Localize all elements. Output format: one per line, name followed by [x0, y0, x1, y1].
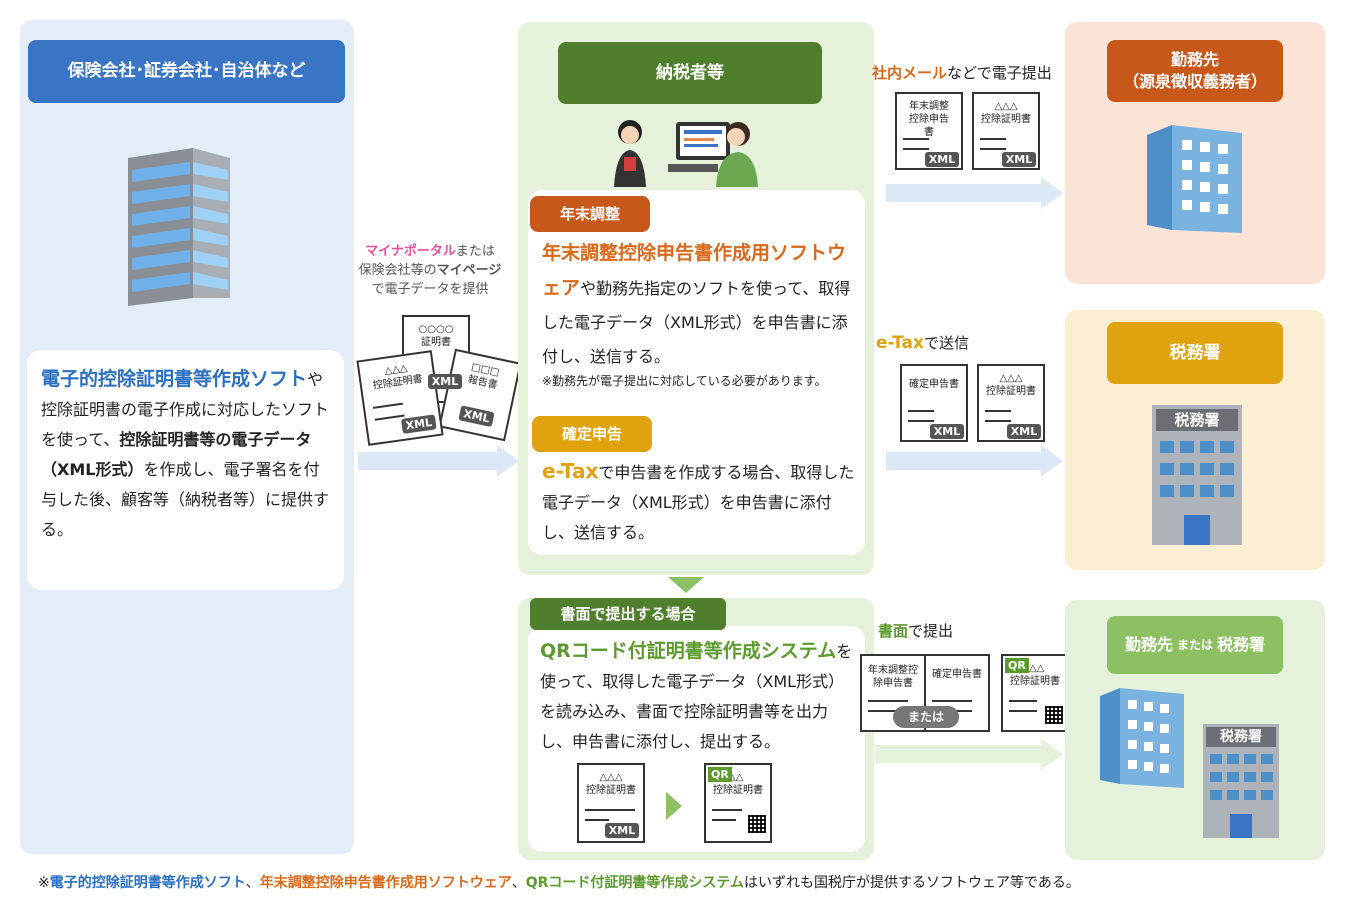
employer-or-tax-header: 勤務先または税務署	[1107, 616, 1283, 674]
paper-text: QRコード付証明書等作成システムを使って、取得した電子データ（XML形式）を読み…	[540, 640, 853, 751]
paper-arrow	[666, 792, 682, 820]
route2-arrow	[886, 452, 1042, 470]
arrow1-label: マイナポータルまたは 保険会社等のマイページ で電子データを提供	[358, 244, 502, 297]
year-end-text: 年末調整控除申告書作成用ソフトウェアや勤務先指定のソフトを使って、取得した電子デ…	[542, 242, 851, 366]
paper-doc-xml: △△△ 控除証明書 XML	[577, 763, 645, 843]
left-text-3: を作成し、電子署名を付与した後、顧客等（納税者等）に提供する。	[41, 460, 330, 539]
left-text-1: や控除証明書の電子作成に対応したソフトを使って、	[41, 370, 330, 449]
route1-arrow-head	[1041, 177, 1063, 209]
route1-label: 社内メールなどで電子提出	[872, 64, 1052, 82]
center-description-card	[528, 190, 865, 555]
deduction-cert-doc: △△△ 控除証明書 XML	[356, 350, 444, 446]
tax-office-sign-2: 税務署	[1220, 729, 1262, 745]
footer-note: ※電子的控除証明書等作成ソフト、年末調整控除申告書作成用ソフトウェア、QRコード…	[38, 875, 1080, 891]
employer-header: 勤務先（源泉徴収義務者）	[1107, 40, 1283, 102]
route2-doc2: △△△ 控除証明書 XML	[977, 364, 1045, 442]
route1-arrow	[886, 184, 1042, 202]
route3-doc3: QR △△ 控除証明書	[1001, 654, 1069, 732]
tax-office-sign: 税務署	[1174, 411, 1220, 429]
tax-office-header: 税務署	[1107, 322, 1283, 384]
left-description-card: 電子的控除証明書等作成ソフトや控除証明書の電子作成に対応したソフトを使って、控除…	[27, 350, 344, 590]
xml-badge: XML	[428, 374, 462, 389]
paper-tag: 書面で提出する場合	[530, 598, 726, 630]
route3-label: 書面で提出	[878, 622, 954, 640]
year-end-tag: 年末調整	[530, 196, 650, 232]
tax-office-building-icon-2: 税務署	[1202, 724, 1280, 838]
down-arrow	[668, 577, 704, 593]
tax-office-building-icon: 税務署	[1150, 405, 1244, 545]
route2-label: e-Taxで送信	[876, 333, 969, 353]
office-building-icon	[118, 148, 238, 308]
tax-return-tag: 確定申告	[532, 416, 652, 452]
route3-arrow-head	[1041, 738, 1063, 770]
arrow-to-taxpayer	[358, 452, 498, 470]
employer-building-icon	[1142, 125, 1252, 235]
route2-doc1: 確定申告書 XML	[900, 364, 968, 442]
employer-building-icon-2	[1098, 688, 1188, 788]
left-header: 保険会社･証券会社･自治体など	[28, 40, 345, 103]
left-text-2: 控除証明書等の電子データ（XML形式）	[41, 430, 312, 479]
paper-doc-qr: QR △△ 控除証明書	[704, 763, 772, 843]
taxpayer-people-icon	[608, 112, 758, 187]
route2-arrow-head	[1041, 445, 1063, 477]
or-badge: または	[893, 706, 959, 728]
route1-doc2: △△△ 控除証明書 XML	[972, 92, 1040, 170]
arrow-head-1	[497, 445, 519, 477]
tax-return-text: e-Taxで申告書を作成する場合、取得した電子データ（XML形式）を申告書に添付…	[542, 459, 855, 542]
year-end-note: ※勤務先が電子提出に対応している必要があります。	[542, 374, 827, 388]
center-header: 納税者等	[558, 42, 822, 104]
route1-doc1: 年末調整控除申告書 XML	[895, 92, 963, 170]
software-name-1: 電子的控除証明書等作成ソフト	[41, 368, 308, 390]
route3-arrow	[875, 745, 1042, 763]
